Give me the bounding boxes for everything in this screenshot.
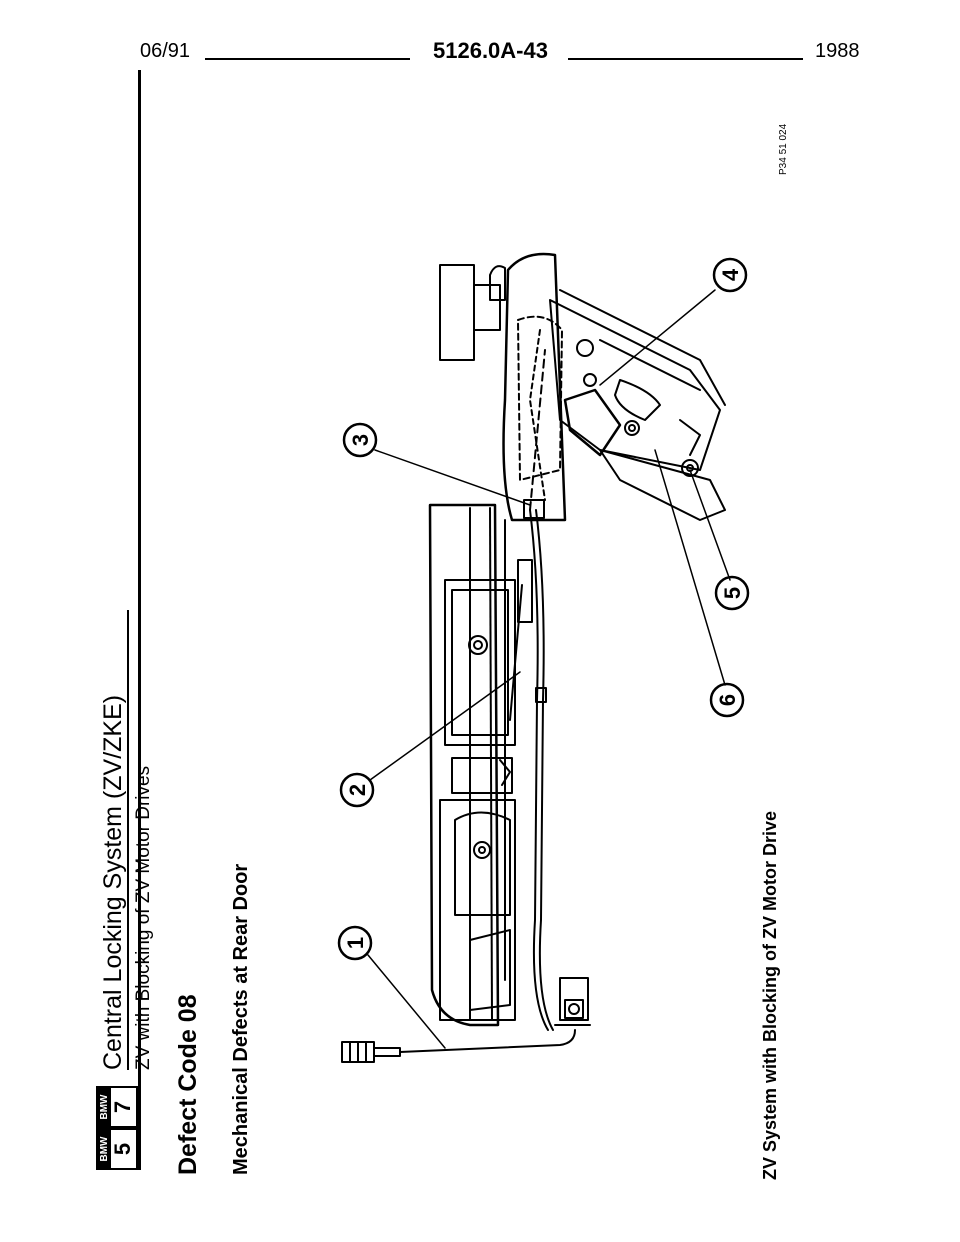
header-doc-number: 5126.0A-43: [433, 38, 548, 63]
svg-text:4: 4: [718, 268, 743, 281]
svg-text:5: 5: [720, 587, 745, 599]
title-underline: [127, 610, 129, 1070]
header-date: 06/91: [140, 40, 191, 62]
margin-rule: [138, 70, 141, 1170]
lock-button-rod: [341, 977, 591, 1063]
svg-text:6: 6: [715, 694, 740, 706]
bowden-cables: [509, 509, 554, 1031]
header-rule-left: [205, 58, 410, 60]
header-rule-right: [568, 58, 803, 60]
svg-text:3: 3: [348, 434, 373, 446]
door-inner-panel: [428, 503, 516, 1027]
callout-4: 4: [712, 257, 748, 293]
rod-clip: [523, 499, 545, 519]
callout-1: 1: [337, 925, 373, 961]
callout-3: 3: [342, 422, 378, 458]
lock-housing: [439, 252, 726, 522]
leader-lines: [367, 289, 731, 1049]
svg-text:2: 2: [345, 784, 370, 796]
callout-5: 5: [714, 575, 750, 611]
operating-rod: [529, 349, 546, 511]
callout-6: 6: [709, 682, 745, 718]
header-year: 1988: [815, 40, 860, 62]
svg-text:1: 1: [343, 937, 368, 949]
callout-markers: 1 2 3 4 5 6: [337, 257, 750, 961]
callout-2: 2: [339, 772, 375, 808]
bmw-5-badge: BMW 5: [96, 1128, 138, 1170]
bmw-7-badge: BMW 7: [96, 1086, 138, 1128]
